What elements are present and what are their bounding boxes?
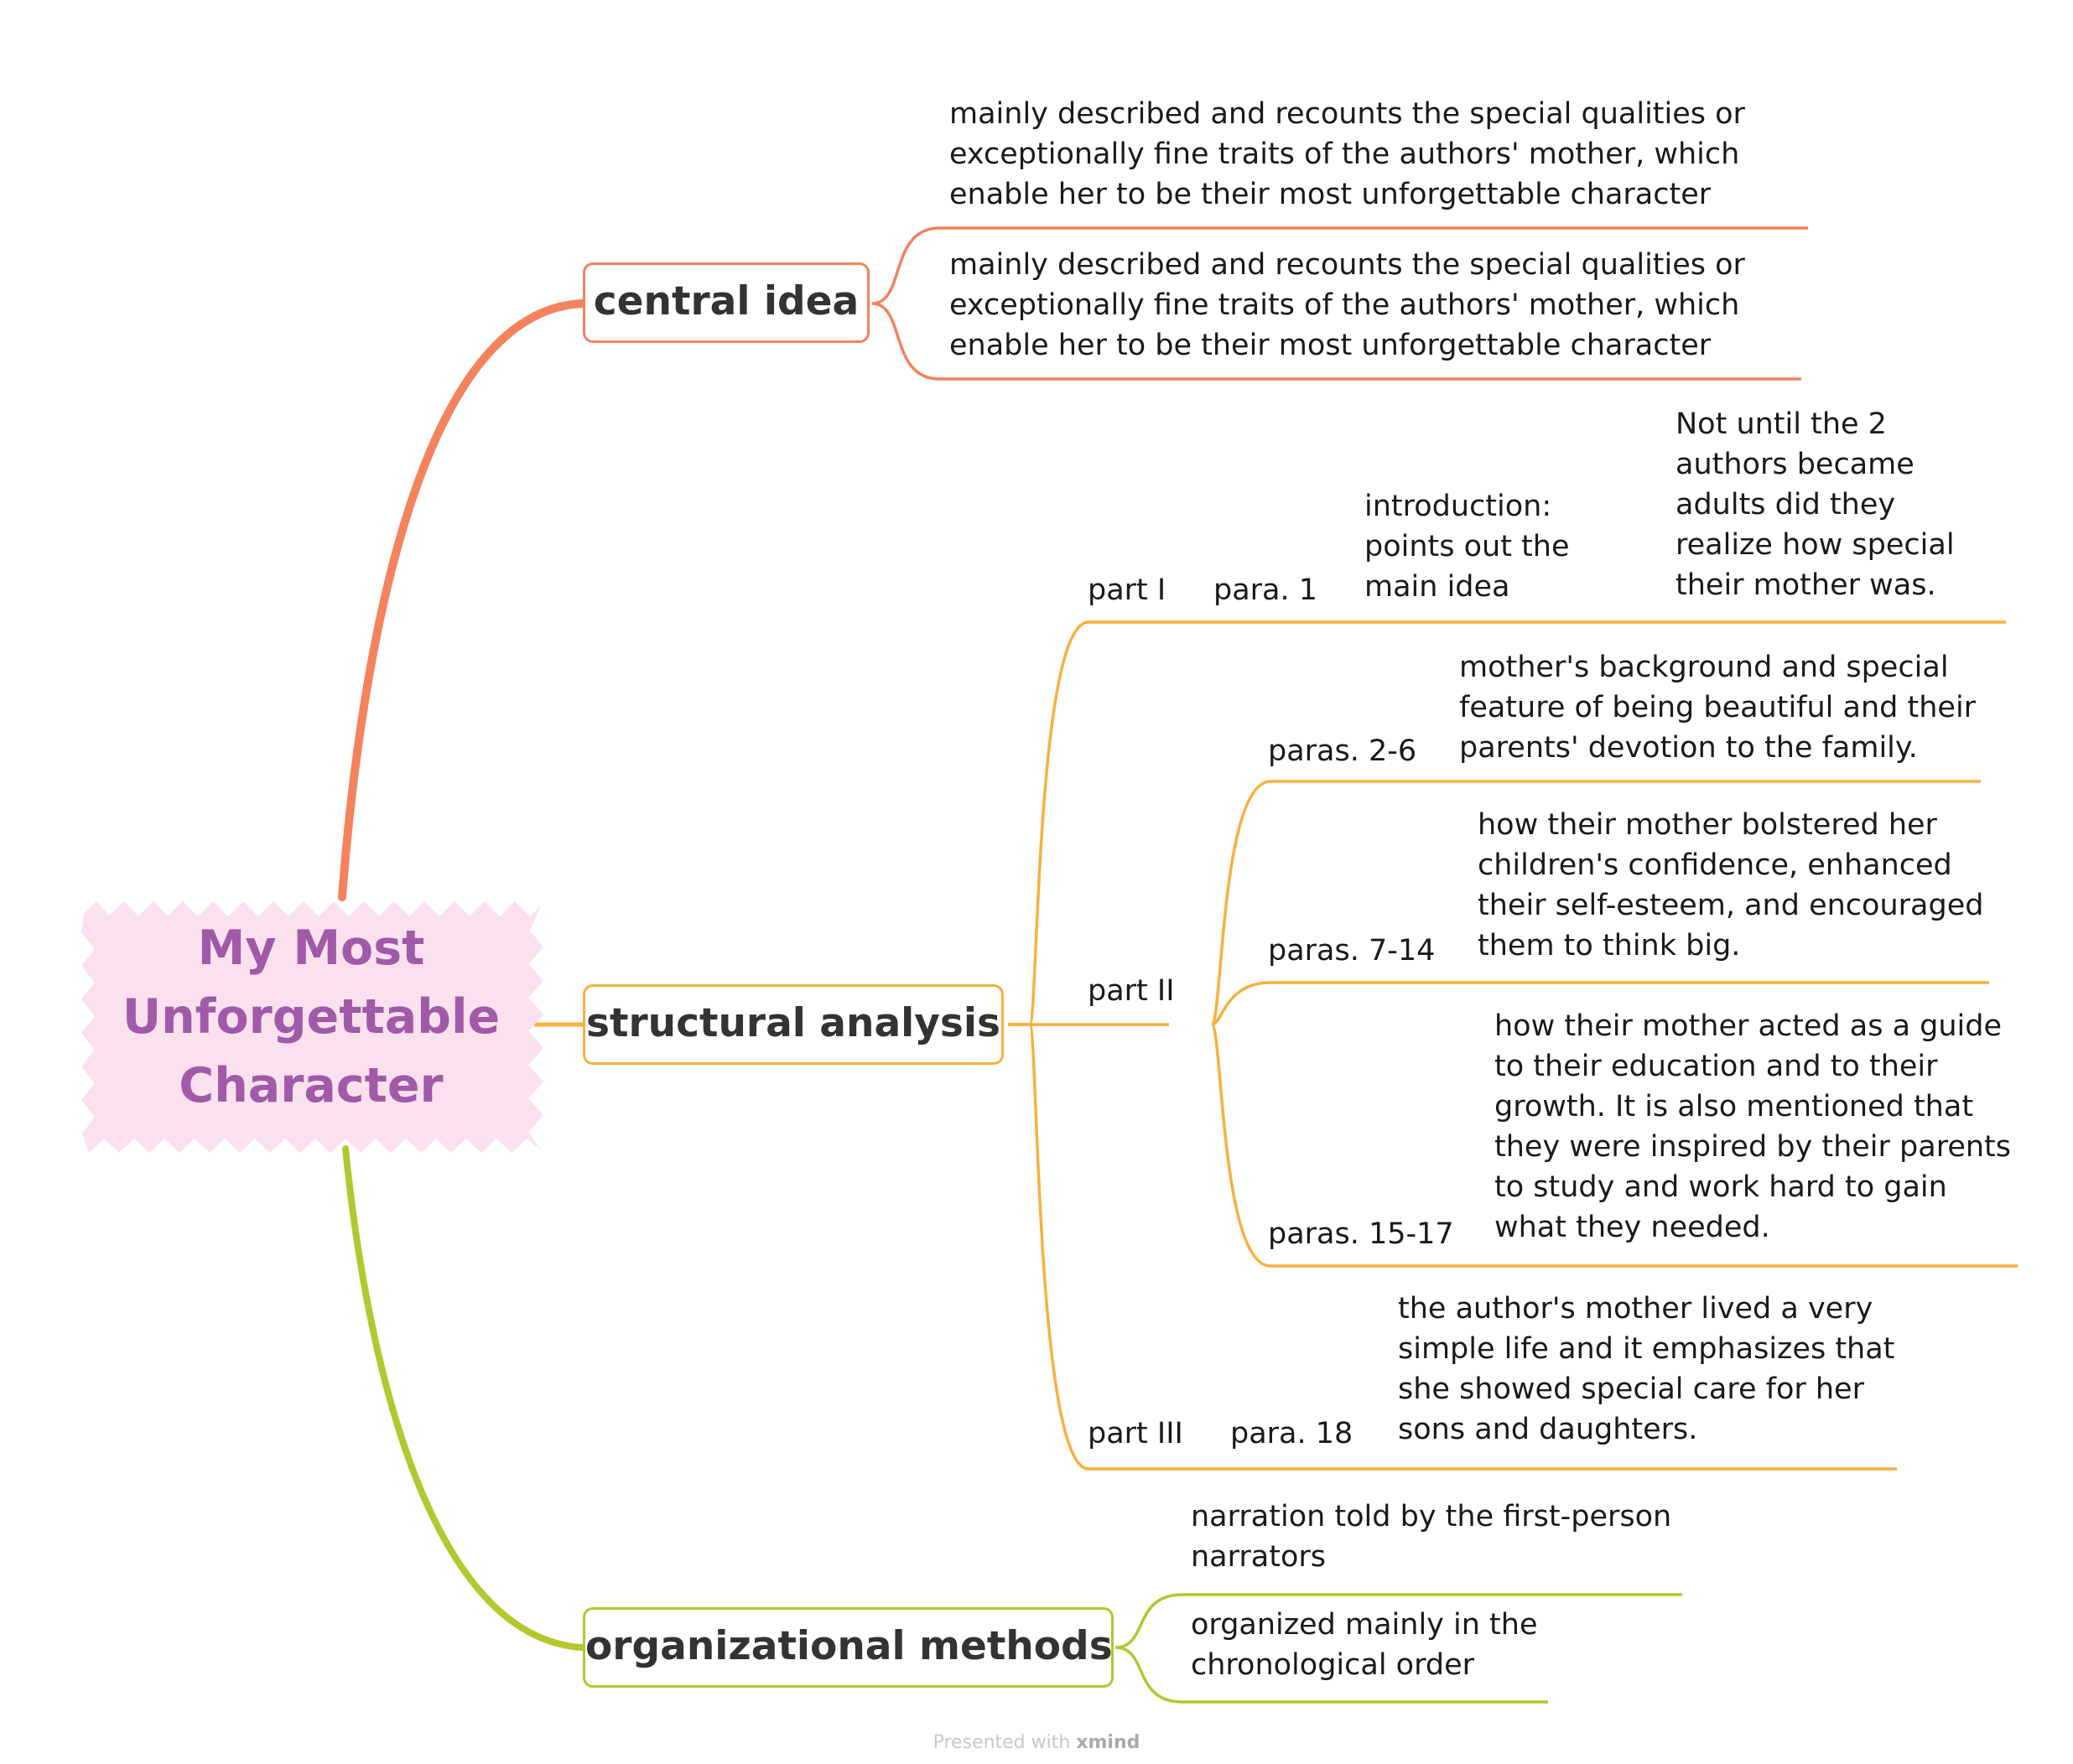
paras-7-14-text[interactable]: how their mother bolstered her children'… [1478,808,1984,962]
part-2-label[interactable]: part II [1088,974,1175,1008]
para-1-text[interactable]: introduction: points out the main idea [1364,490,1570,604]
part-1-label[interactable]: part I [1088,573,1166,607]
topic-structural-analysis-label: structural analysis [586,1000,1000,1046]
para-18-text[interactable]: the author's mother lived a very simple … [1398,1292,1895,1446]
central-idea-item-2[interactable]: mainly described and recounts the specia… [949,248,1745,362]
paras-15-17-text[interactable]: how their mother acted as a guide to the… [1494,1009,2011,1244]
paras-15-17-label[interactable]: paras. 15-17 [1268,1217,1454,1251]
connector-part-3 [1008,1023,1169,1471]
paras-2-6-text[interactable]: mother's background and special feature … [1459,651,1977,765]
para-1-note[interactable]: Not until the 2 authors became adults di… [1676,407,1955,602]
watermark: Presented with xmind [0,1732,2073,1753]
org-method-item-1[interactable]: narration told by the first-person narra… [1191,1500,1672,1574]
connector-paras-7-14 [1211,981,1989,1026]
connector-root-organizational [342,1145,586,1651]
watermark-prefix: Presented with [933,1732,1071,1753]
connector-paras-2-6 [1210,780,1981,1026]
connector-central-2 [871,302,1801,381]
connector-central-1 [871,226,1808,305]
connector-org-1 [1114,1593,1682,1649]
watermark-brand: xmind [1076,1732,1140,1753]
topic-organizational-methods-label: organizational methods [585,1623,1113,1669]
topic-central-idea-label: central idea [593,278,860,324]
para-1-label[interactable]: para. 1 [1213,573,1318,607]
connector-org-2 [1114,1646,1548,1704]
connector-paras-15-17 [1210,1023,2018,1268]
connector-root-central [338,299,587,901]
topic-organizational-methods[interactable]: organizational methods [583,1607,1114,1688]
topic-structural-analysis[interactable]: structural analysis [583,984,1004,1065]
paras-2-6-label[interactable]: paras. 2-6 [1268,734,1417,768]
connector-part-1 [1008,620,1169,1026]
paras-7-14-label[interactable]: paras. 7-14 [1268,934,1436,968]
org-method-item-2[interactable]: organized mainly in the chronological or… [1191,1608,1538,1682]
root-scribble-fill [81,901,543,1153]
topic-central-idea[interactable]: central idea [583,262,870,343]
central-idea-item-1[interactable]: mainly described and recounts the specia… [949,97,1745,211]
root-title: My Most Unforgettable Character [122,921,501,1113]
part-3-label[interactable]: part III [1088,1417,1183,1450]
para-18-label[interactable]: para. 18 [1230,1417,1353,1450]
